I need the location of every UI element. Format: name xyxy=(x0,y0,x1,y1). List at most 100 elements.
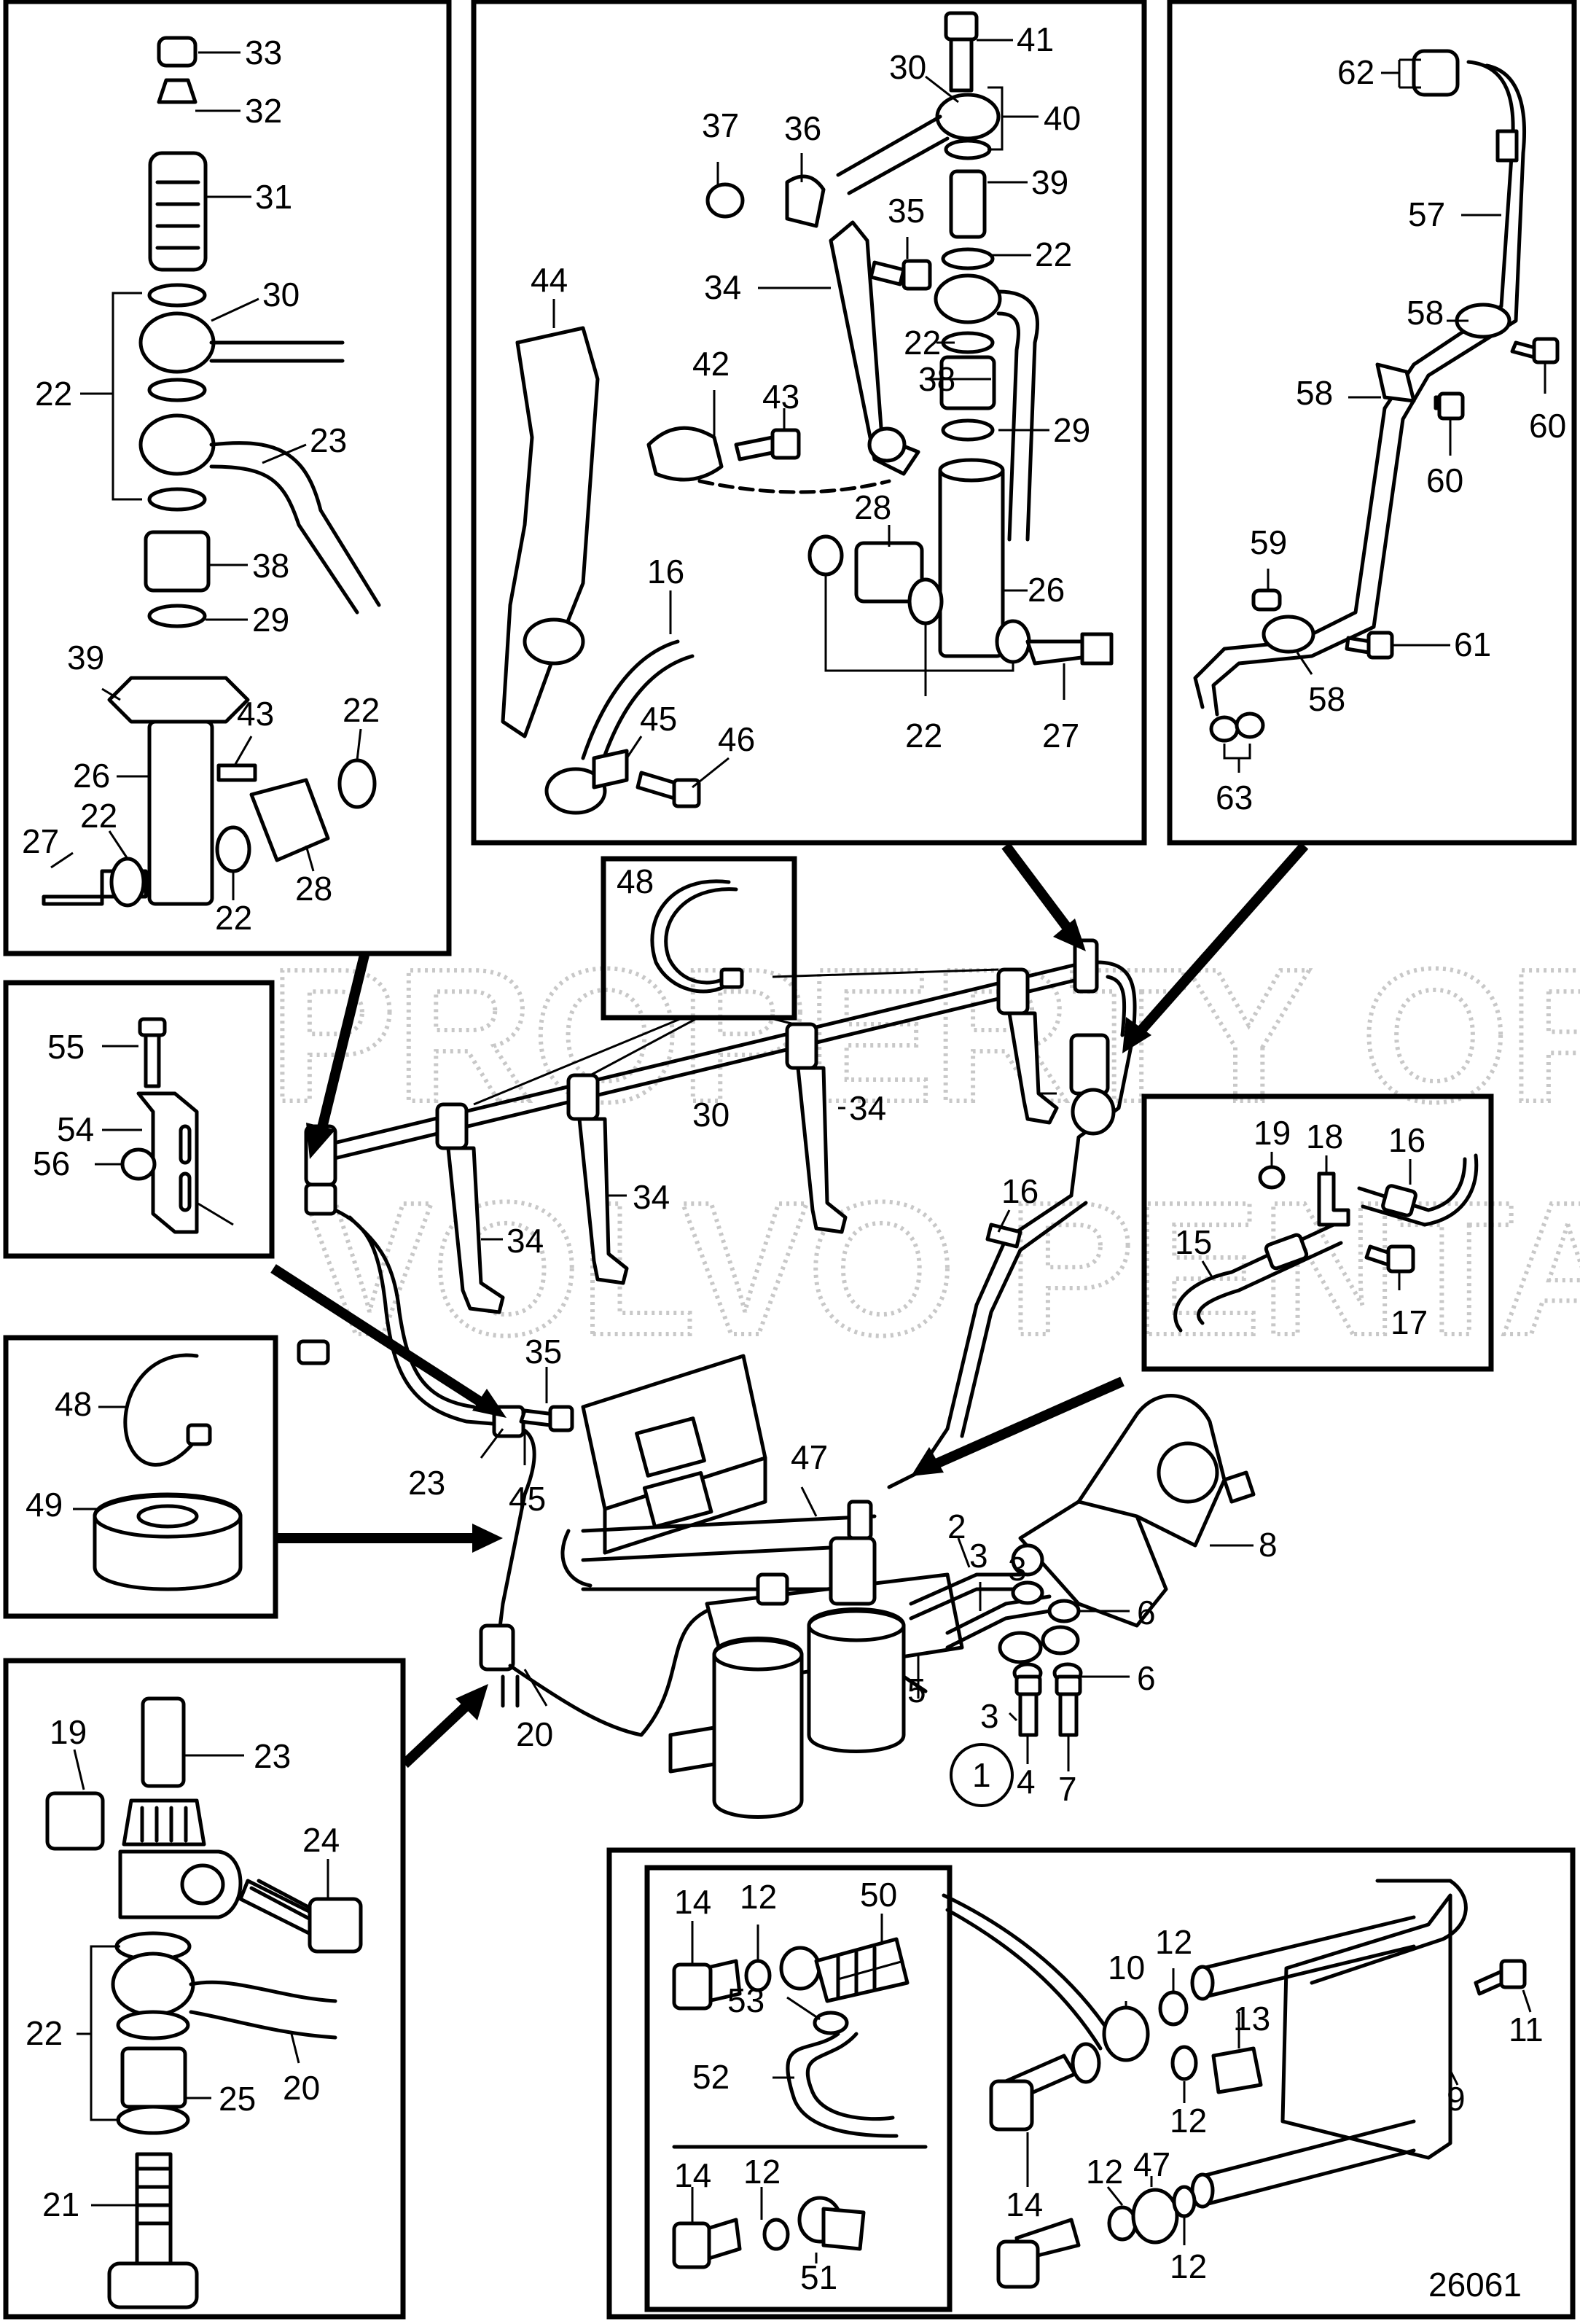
label-4: 4 xyxy=(1017,1763,1036,1801)
watermark-line-2: VOLVO PENTA xyxy=(306,1163,1580,1375)
label-36: 36 xyxy=(784,109,821,147)
label-28: 28 xyxy=(295,870,332,908)
label-57: 57 xyxy=(1408,195,1445,233)
labels-panel-9: 14 12 50 53 52 14 12 51 10 12 11 13 9 12… xyxy=(674,1876,1544,2296)
label-21: 21 xyxy=(42,2185,79,2223)
label-6-b: 6 xyxy=(1137,1659,1156,1697)
label-11: 11 xyxy=(1509,2011,1544,2048)
label-35: 35 xyxy=(525,1333,562,1370)
label-60-a: 60 xyxy=(1529,407,1566,445)
label-16: 16 xyxy=(1388,1121,1425,1159)
label-3-b: 3 xyxy=(1008,1550,1027,1588)
label-51: 51 xyxy=(800,2258,837,2296)
label-13: 13 xyxy=(1233,2000,1270,2038)
label-58-c: 58 xyxy=(1308,680,1345,718)
label-50: 50 xyxy=(860,1876,897,1914)
label-29: 29 xyxy=(1053,411,1090,449)
label-61: 61 xyxy=(1454,625,1491,663)
label-20: 20 xyxy=(283,2069,320,2107)
label-55: 55 xyxy=(47,1028,85,1066)
drawing-number: 26061 xyxy=(1428,2266,1522,2304)
label-22-b: 22 xyxy=(904,324,941,362)
label-16: 16 xyxy=(1001,1172,1039,1210)
label-14-a: 14 xyxy=(674,1883,711,1921)
label-27: 27 xyxy=(22,822,59,860)
label-34-a: 34 xyxy=(849,1089,886,1127)
label-34-b: 34 xyxy=(507,1222,544,1260)
label-20: 20 xyxy=(516,1715,553,1753)
label-48: 48 xyxy=(55,1385,92,1423)
label-22-a: 22 xyxy=(343,691,380,729)
label-24: 24 xyxy=(302,1821,340,1859)
label-23: 23 xyxy=(408,1464,445,1502)
label-22: 22 xyxy=(26,2014,63,2052)
label-12-d: 12 xyxy=(1170,2102,1207,2140)
label-3-c: 3 xyxy=(980,1697,999,1735)
label-10: 10 xyxy=(1108,1949,1145,1986)
panel-banjo-assembly-left: 33 32 31 30 22 23 38 29 39 43 22 26 27 2… xyxy=(3,0,452,956)
labels-panel-3: 62 57 58 60 58 60 59 61 58 63 xyxy=(1216,53,1566,816)
label-39: 39 xyxy=(1031,163,1068,201)
label-41: 41 xyxy=(1017,20,1054,58)
label-52: 52 xyxy=(692,2058,730,2096)
label-12-b: 12 xyxy=(743,2153,781,2191)
label-23: 23 xyxy=(254,1737,291,1775)
labels-center: 34 34 30 34 16 35 23 45 47 2 3 8 3 6 6 5… xyxy=(408,1089,1278,1808)
label-35: 35 xyxy=(888,192,925,230)
label-26: 26 xyxy=(1028,571,1065,609)
label-43: 43 xyxy=(762,378,799,416)
panel-return-pipe-right: 62 57 58 60 58 60 59 61 58 63 xyxy=(1167,0,1577,846)
labels-panel-1: 33 32 31 30 22 23 38 29 39 43 22 26 27 2… xyxy=(22,34,380,937)
panel-clip-48-49: 48 49 xyxy=(3,1335,278,1619)
label-30: 30 xyxy=(692,1096,730,1134)
label-5: 5 xyxy=(907,1672,926,1709)
label-46: 46 xyxy=(718,720,755,758)
label-47: 47 xyxy=(791,1438,828,1476)
label-7: 7 xyxy=(1058,1770,1077,1808)
label-12-a: 12 xyxy=(740,1878,777,1916)
label-25: 25 xyxy=(219,2080,256,2118)
label-45: 45 xyxy=(509,1480,546,1518)
label-33: 33 xyxy=(245,34,282,71)
label-23: 23 xyxy=(310,421,347,459)
label-53: 53 xyxy=(727,1981,764,2019)
label-22-b: 22 xyxy=(80,797,117,835)
label-58-b: 58 xyxy=(1296,374,1333,412)
label-28: 28 xyxy=(854,488,891,526)
label-9: 9 xyxy=(1447,2080,1466,2118)
label-12-f: 12 xyxy=(1170,2247,1207,2285)
label-39: 39 xyxy=(67,639,104,676)
label-49: 49 xyxy=(26,1486,63,1524)
label-14-b: 14 xyxy=(674,2156,711,2194)
label-19: 19 xyxy=(1254,1114,1291,1152)
label-8: 8 xyxy=(1259,1526,1278,1564)
panel-fuel-return-bottom-right: 14 12 50 53 52 14 12 51 10 12 11 13 9 12… xyxy=(606,1847,1576,2320)
label-44: 44 xyxy=(531,261,568,299)
label-38: 38 xyxy=(918,360,955,398)
label-48: 48 xyxy=(617,862,654,900)
label-22-c: 22 xyxy=(215,899,252,937)
label-12-c: 12 xyxy=(1155,1923,1192,1961)
label-14-c: 14 xyxy=(1006,2185,1043,2223)
label-19: 19 xyxy=(50,1713,87,1751)
label-60-b: 60 xyxy=(1426,461,1463,499)
label-12-e: 12 xyxy=(1086,2153,1123,2191)
panel-bracket-and-valve-center: 41 30 40 37 36 39 35 22 34 22 38 44 42 4… xyxy=(471,0,1147,846)
callout-circle-label: 1 xyxy=(972,1756,991,1794)
callout-circle xyxy=(950,1743,1014,1807)
label-18: 18 xyxy=(1306,1118,1343,1155)
label-58-a: 58 xyxy=(1407,294,1444,332)
label-30: 30 xyxy=(262,276,300,313)
panel-banjo-assembly-bottom-left: 19 23 24 22 25 20 21 xyxy=(3,1658,406,2320)
label-22-c: 22 xyxy=(905,717,942,754)
label-40: 40 xyxy=(1044,99,1081,137)
label-27: 27 xyxy=(1042,717,1079,754)
label-34-c: 34 xyxy=(633,1178,670,1216)
pointer-arrows xyxy=(270,842,1309,1769)
label-37: 37 xyxy=(702,106,739,144)
label-56: 56 xyxy=(33,1145,70,1182)
label-29: 29 xyxy=(252,601,289,639)
label-45: 45 xyxy=(640,700,677,738)
label-3-a: 3 xyxy=(969,1537,988,1575)
label-22-a: 22 xyxy=(1035,235,1072,273)
